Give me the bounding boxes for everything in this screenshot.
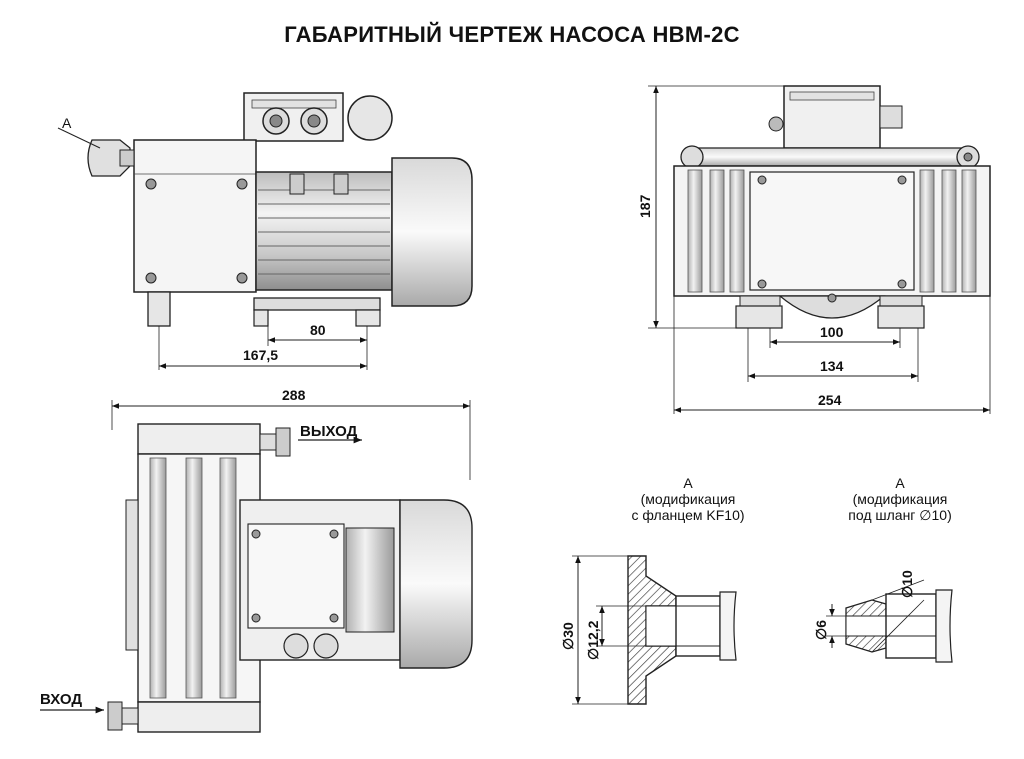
dim-80: 80 bbox=[310, 322, 326, 338]
bolt-icon bbox=[251, 613, 261, 623]
bolt-icon bbox=[757, 175, 767, 185]
dim-d10: ∅10 bbox=[899, 570, 915, 598]
bolt-icon bbox=[963, 152, 973, 162]
bolt-icon bbox=[897, 175, 907, 185]
bolt-icon bbox=[827, 293, 837, 303]
dim-d30: ∅30 bbox=[560, 622, 576, 650]
bolt-icon bbox=[897, 279, 907, 289]
bolt-icon bbox=[757, 279, 767, 289]
dim-187: 187 bbox=[637, 194, 653, 218]
dim-254: 254 bbox=[818, 392, 842, 408]
bolt-icon bbox=[236, 178, 248, 190]
bolt-icon bbox=[251, 529, 261, 539]
dim-288: 288 bbox=[282, 387, 306, 403]
detail-kf10-title-2: (модификация bbox=[641, 491, 736, 507]
detail-hose-title-2: (модификация bbox=[853, 491, 948, 507]
detail-hose-barb: А (модификация под шланг ∅10) ∅6 ∅10 bbox=[813, 475, 953, 663]
bolt-icon bbox=[145, 178, 157, 190]
bolt-icon bbox=[236, 272, 248, 284]
inlet-label: ВХОД bbox=[40, 691, 82, 708]
dim-100: 100 bbox=[820, 324, 844, 340]
bolt-icon bbox=[145, 272, 157, 284]
outlet-label: ВЫХОД bbox=[300, 423, 358, 440]
bolt-icon bbox=[768, 116, 784, 132]
dim-167-5: 167,5 bbox=[243, 347, 278, 363]
dim-134: 134 bbox=[820, 358, 844, 374]
front-view: А 80 167,5 bbox=[57, 92, 473, 370]
detail-kf10-flange: А (модификация с фланцем KF10) ∅30 ∅12,2 bbox=[560, 475, 745, 705]
bolt-icon bbox=[329, 613, 339, 623]
detail-kf10-title-3: с фланцем KF10) bbox=[631, 507, 744, 523]
detail-kf10-title-1: А bbox=[683, 475, 693, 491]
detail-hose-title-1: А bbox=[895, 475, 905, 491]
dim-d6: ∅6 bbox=[813, 620, 829, 640]
bolt-icon bbox=[329, 529, 339, 539]
top-view: 288 ВЫХОД ВХОД bbox=[40, 387, 473, 733]
dim-d12-2: ∅12,2 bbox=[585, 620, 601, 660]
view-callout-a: А bbox=[62, 115, 72, 131]
detail-hose-title-3: под шланг ∅10) bbox=[848, 507, 951, 523]
drawing-title: ГАБАРИТНЫЙ ЧЕРТЕЖ НАСОСА НВМ-2С bbox=[284, 22, 740, 47]
side-view: 187 100 134 254 bbox=[637, 85, 991, 414]
